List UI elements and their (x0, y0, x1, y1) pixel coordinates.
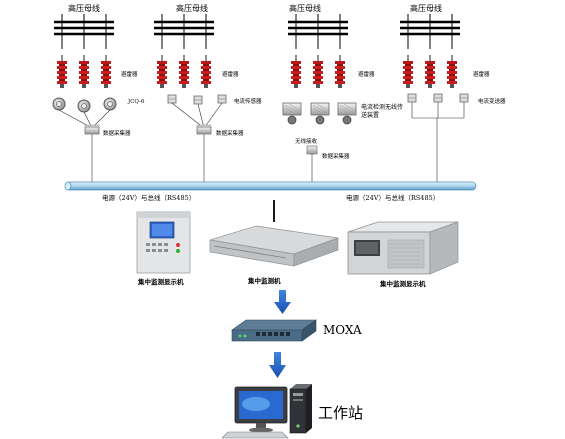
sensor-label-1: JCQ-6 (128, 99, 145, 105)
wireless-sensor-icon (337, 102, 357, 125)
current-sensor-icon (217, 94, 227, 104)
device-label-3: 集中监测显示机 (380, 280, 426, 288)
arrow-down-icon (274, 290, 291, 314)
current-sensor-icon (193, 95, 203, 105)
group-1 (52, 12, 117, 182)
display-unit-1 (136, 211, 191, 274)
device-label-2: 集中监测机 (248, 277, 281, 285)
arrow-down-icon (269, 352, 286, 378)
moxa-label: MOXA (323, 323, 362, 337)
wireless-sensor-icon (310, 102, 330, 125)
sensor-label-3: 电流检测无线传送装置 (361, 104, 404, 119)
group-3 (282, 12, 357, 182)
receiver-label-3: 无线接收 (295, 139, 318, 145)
group-4 (398, 12, 469, 182)
collector-label-2: 数据采集器 (216, 131, 244, 137)
moxa-switch (231, 319, 317, 342)
rs485-bus (64, 181, 477, 191)
current-transmitter-icon (459, 93, 469, 103)
arrester-label-3: 避雷器 (358, 72, 375, 78)
busbar-title-2: 高压母线 (176, 4, 208, 13)
sensor-label-2: 电流传感器 (234, 99, 262, 105)
busbar-title-3: 高压母线 (289, 4, 321, 13)
collector-label-1: 数据采集器 (103, 131, 131, 137)
arrester-label-2: 避雷器 (222, 72, 239, 78)
current-transmitter-icon (407, 93, 417, 103)
sensor-label-4: 电流变送器 (478, 99, 506, 105)
workstation-label: 工作站 (318, 404, 364, 422)
bus-label-right: 电源（24V）与总线（RS485） (346, 194, 440, 202)
busbar-title-4: 高压母线 (410, 4, 442, 13)
sensor-icon (103, 97, 117, 111)
device-label-1: 集中监测显示机 (138, 278, 184, 286)
monitor-unit (209, 225, 339, 267)
bus-label-left: 电源（24V）与总线（RS485） (102, 194, 196, 202)
workstation (221, 384, 312, 439)
collector-label-3: 数据采集器 (322, 154, 350, 160)
group-2 (152, 12, 227, 182)
collector-icon (84, 124, 100, 135)
wireless-sensor-icon (282, 102, 302, 125)
arrester-label-1: 避雷器 (121, 72, 138, 78)
sensor-icon (52, 97, 66, 111)
arrester-label-4: 避雷器 (473, 72, 490, 78)
sensor-icon (77, 99, 91, 113)
collector-icon (196, 124, 212, 135)
rack-display-unit (347, 221, 459, 275)
current-sensor-icon (167, 94, 177, 104)
current-transmitter-icon (433, 93, 443, 103)
busbar-title-1: 高压母线 (68, 4, 100, 13)
